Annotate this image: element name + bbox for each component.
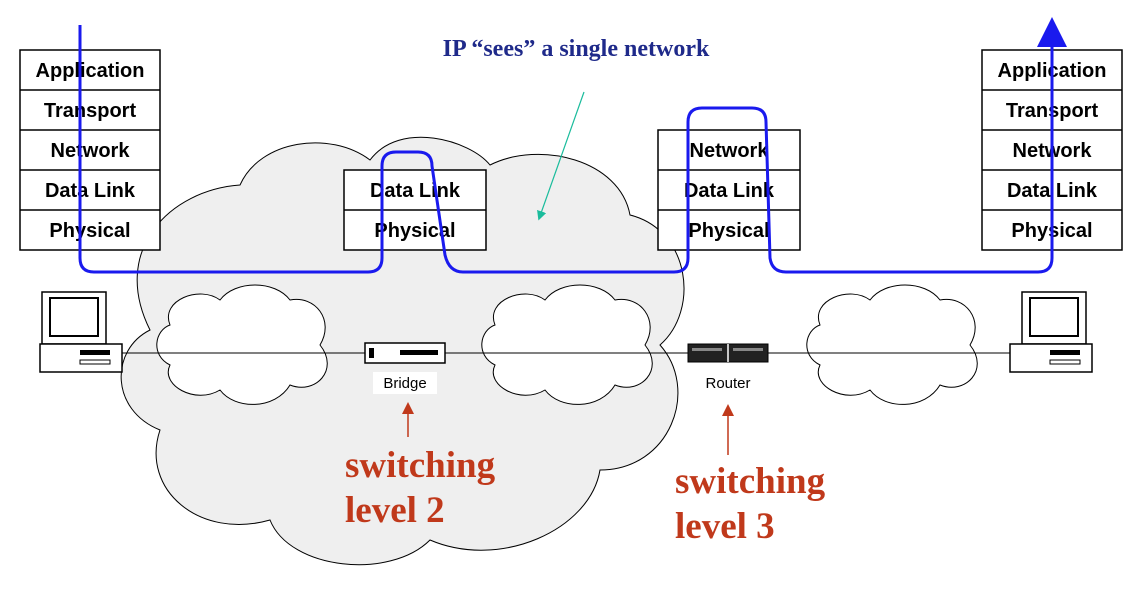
lan-cloud-right [806,284,978,405]
switching-level2-line2: level 2 [345,490,445,531]
bridge-label-bg [373,372,437,394]
layer-network: Network [51,140,131,162]
layer-network: Network [690,140,770,162]
bridge-label: Bridge [383,375,426,392]
caption-pointer-arrow [537,91,585,221]
router-device-icon [687,343,769,363]
layer-data-link: Data Link [684,180,775,202]
layer-physical: Physical [688,220,769,242]
layer-application: Application [36,60,145,82]
switching-level3-line2: level 3 [675,506,775,547]
lan-cloud-middle [481,284,653,405]
switching-level2-line1: switching [345,445,496,486]
bridge-device-icon [364,342,446,364]
data-path-line [78,17,1067,274]
layer-data-link: Data Link [45,180,136,202]
router-stack: Network Data Link Physical [657,129,801,251]
lan-cloud-left [156,284,328,405]
switching-level3-line1: switching [675,461,826,502]
layer-physical: Physical [374,220,455,242]
left-computer-icon [39,291,123,373]
bridge-stack: Data Link Physical [343,169,487,251]
router-label: Router [705,375,750,392]
right-computer-icon [1009,291,1093,373]
layer-data-link: Data Link [370,180,461,202]
layer-transport: Transport [44,100,137,122]
left-host-stack: Application Transport Network Data Link … [19,49,161,251]
ip-single-network-caption: IP “sees” a single network [443,36,710,62]
layer-physical: Physical [49,220,130,242]
